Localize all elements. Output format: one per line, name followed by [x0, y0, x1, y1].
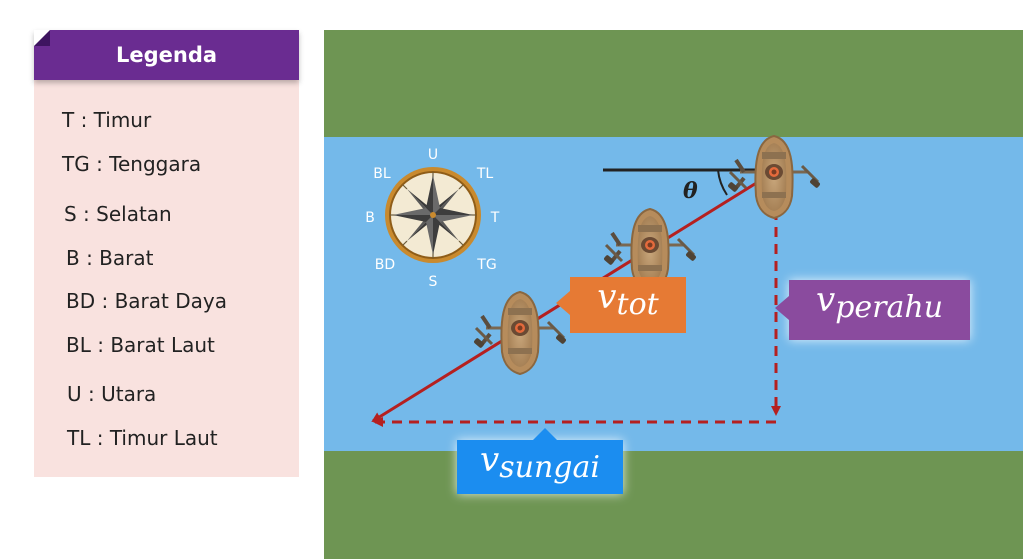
north-riverbank — [324, 30, 1023, 137]
legend-item-barat-laut: BL : Barat Laut — [66, 333, 215, 357]
vector-sungai-subscript: sungai — [499, 450, 600, 485]
legend-item-barat: B : Barat — [66, 246, 154, 270]
vector-perahu-symbol: v — [815, 280, 836, 320]
vector-total-symbol: v — [597, 277, 617, 317]
compass-label-east: T — [490, 210, 500, 226]
theta-arc — [717, 169, 728, 196]
compass-rose-icon — [385, 167, 481, 263]
legend-item-timur: T : Timur — [62, 108, 152, 132]
legend-item-barat-daya: BD : Barat Daya — [66, 289, 227, 313]
legend-card — [34, 70, 299, 477]
legend-fold-corner — [34, 30, 50, 46]
compass-label-north: U — [427, 147, 439, 163]
vector-perahu-subscript: perahu — [835, 290, 944, 325]
legend-item-selatan: S : Selatan — [64, 202, 172, 226]
legend-title: Legenda — [34, 30, 299, 80]
theta-label: θ — [683, 178, 698, 204]
vector-total-subscript: tot — [616, 287, 659, 322]
compass-label-southeast: TG — [477, 257, 497, 273]
compass-label-west: B — [365, 210, 375, 226]
compass-label-northwest: BL — [373, 166, 391, 182]
compass-label-south: S — [428, 274, 438, 290]
legend-item-utara: U : Utara — [67, 382, 157, 406]
vector-sungai-symbol: v — [480, 440, 500, 480]
south-riverbank — [324, 451, 1023, 559]
legend-item-timur-laut: TL : Timur Laut — [67, 426, 218, 450]
legend-item-tenggara: TG : Tenggara — [62, 152, 202, 176]
compass-label-northeast: TL — [476, 166, 494, 182]
compass-label-southwest: BD — [374, 257, 396, 273]
